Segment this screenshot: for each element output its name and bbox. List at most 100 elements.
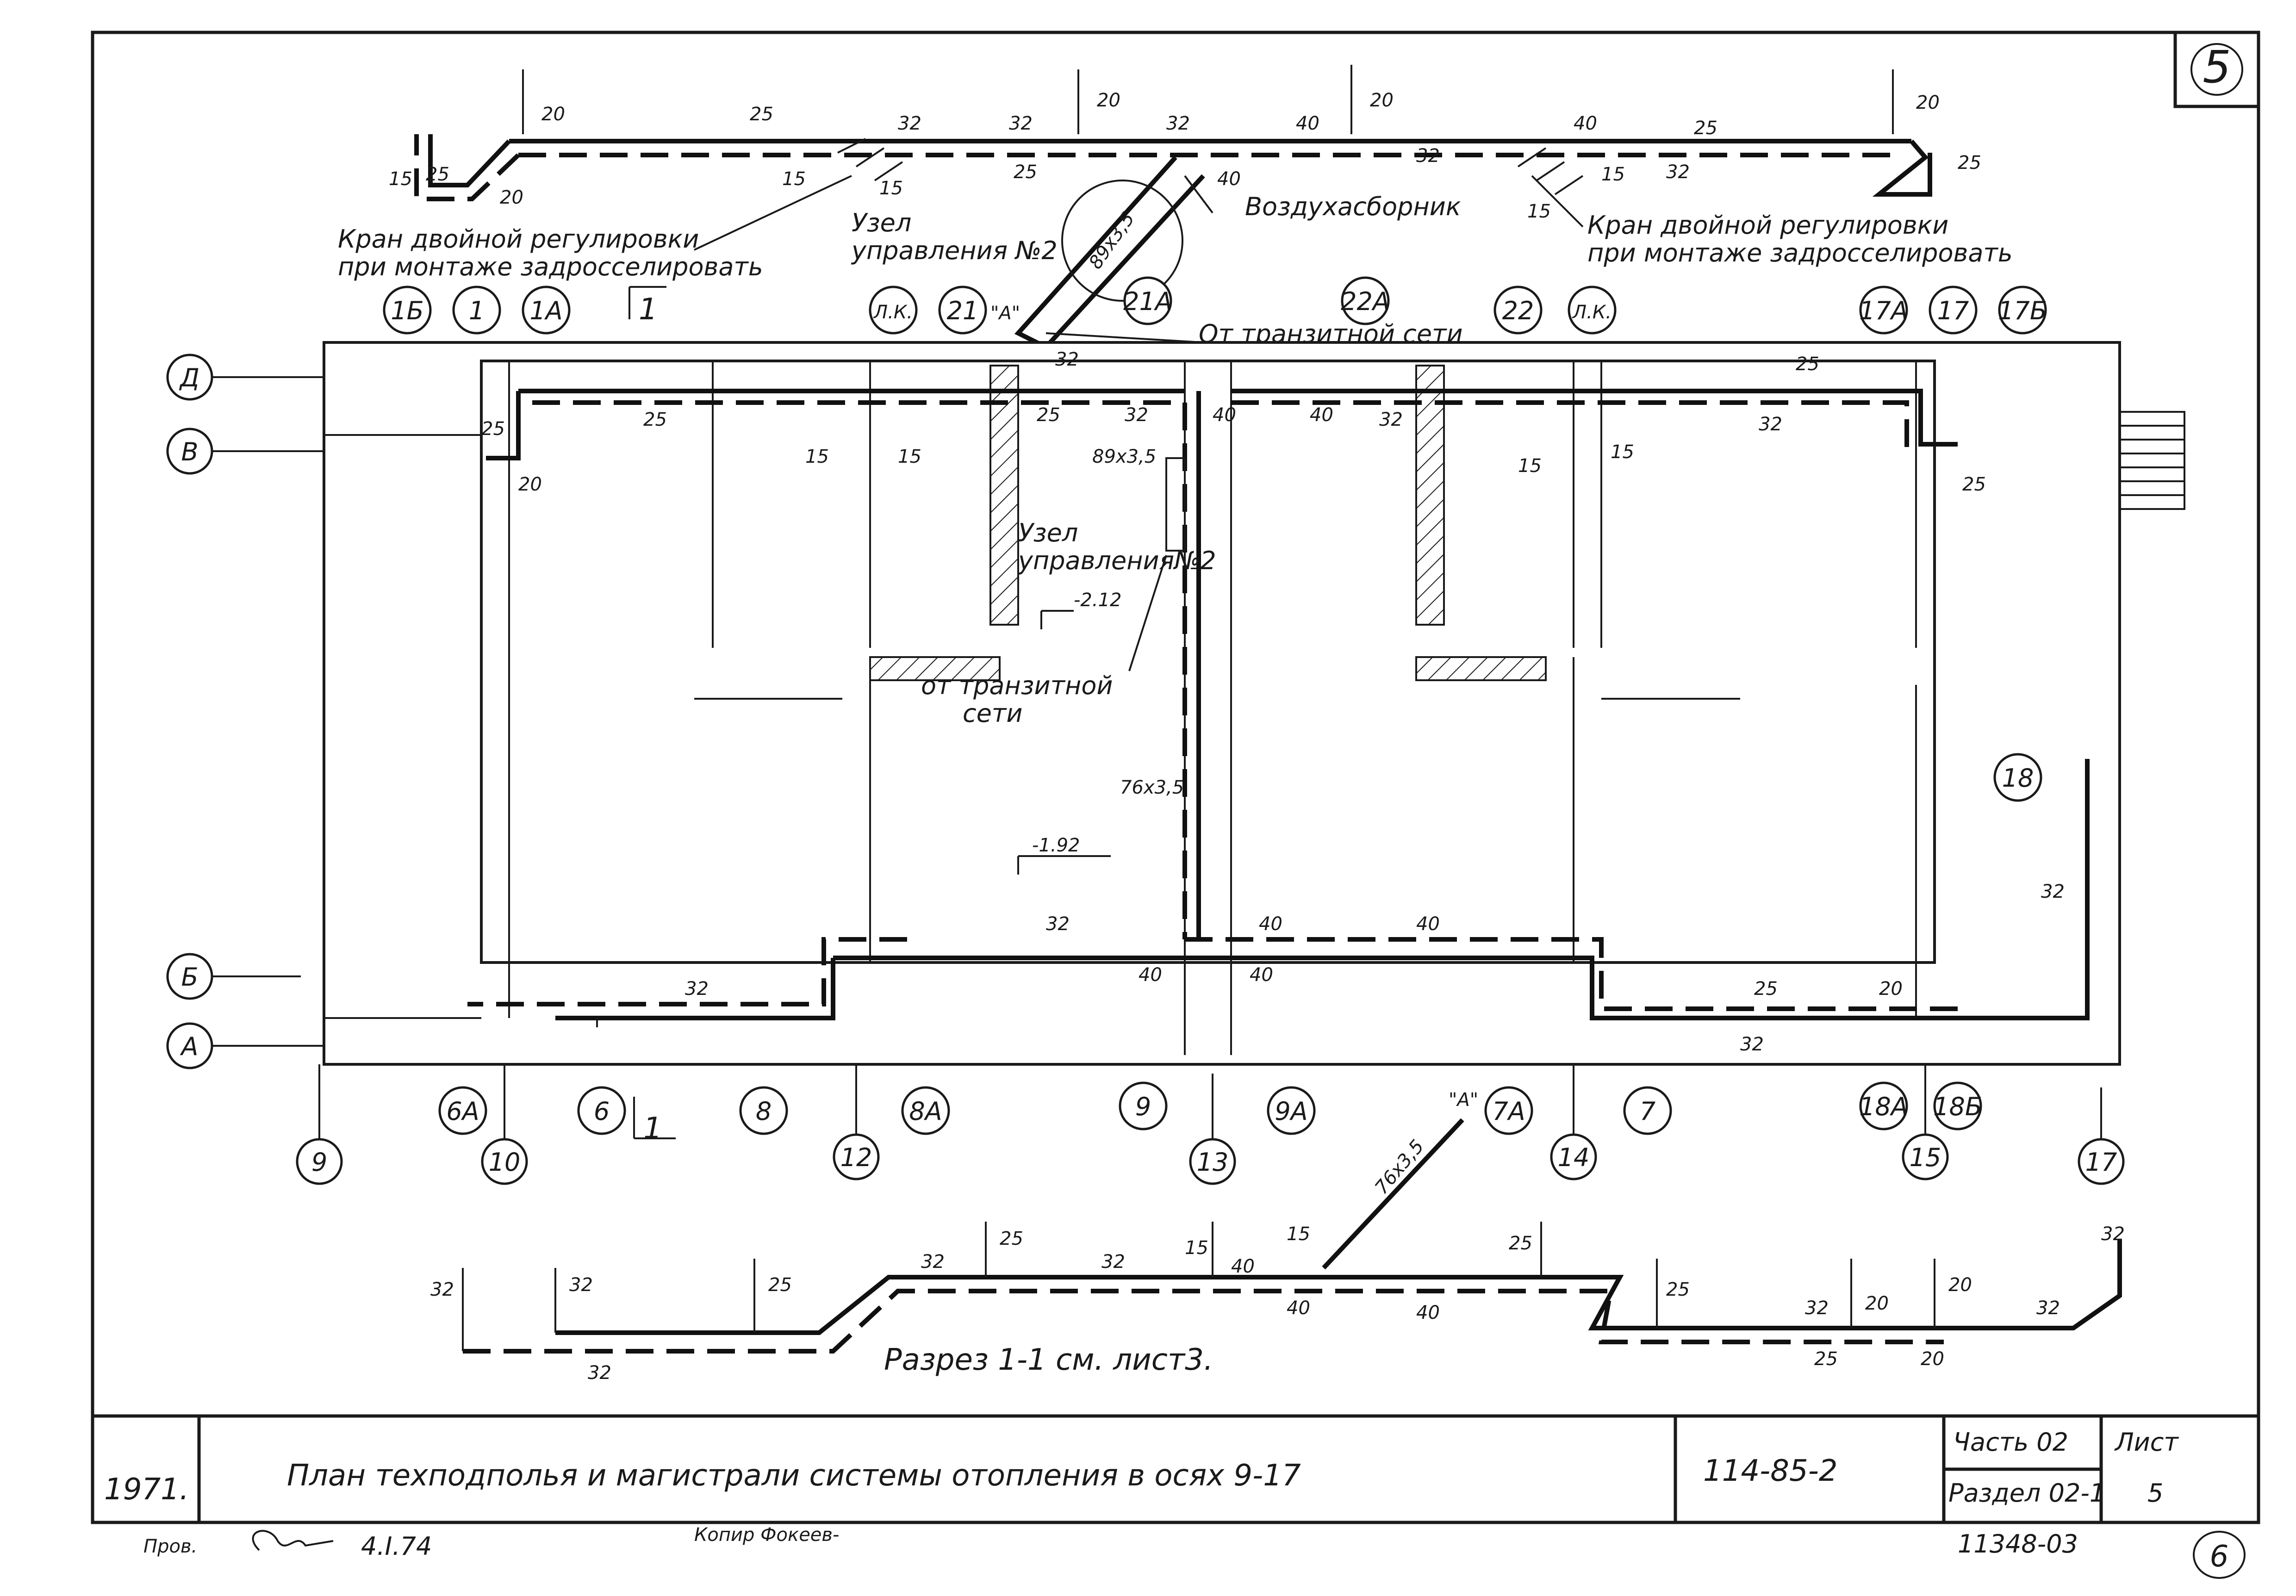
axis-bubble <box>1189 1138 1236 1185</box>
axis-bubble <box>166 953 213 1000</box>
valve-symbol-right <box>1517 147 1584 195</box>
size-label: 32 <box>1046 913 1070 935</box>
size-label: 20 <box>1948 1274 1972 1296</box>
size-label: 40 <box>1296 113 1319 134</box>
size-label: 15 <box>879 178 903 199</box>
size-label: 25 <box>643 409 667 430</box>
axis-col-label: 12 <box>840 1143 872 1172</box>
size-label: 40 <box>1213 404 1236 426</box>
size-label: 40 <box>1574 113 1597 134</box>
axis-col-label: 9 <box>311 1148 327 1177</box>
from-transit-plan-line2: сети <box>963 699 1022 728</box>
size-label: 25 <box>1037 404 1060 426</box>
riser-bubble <box>577 1086 626 1135</box>
size-label: 15 <box>1518 455 1542 477</box>
axis-bubble <box>833 1133 880 1180</box>
control-unit-circle <box>1061 180 1183 302</box>
top-left-riser-branch <box>428 134 511 187</box>
size-label: 20 <box>518 474 542 495</box>
size-label: 25 <box>1666 1279 1690 1300</box>
level-mark-2 <box>1017 855 1111 875</box>
size-label: 15 <box>805 446 829 467</box>
riser-bubble <box>1568 286 1617 335</box>
size-label: 32 <box>1101 1251 1125 1273</box>
riser-label: 17Б <box>1998 296 2047 325</box>
valve-right-line1: Кран двойной регулировки <box>1587 211 1948 240</box>
size-label: 20 <box>500 187 523 208</box>
riser-bubble <box>938 286 987 335</box>
top-left-return-branch <box>414 134 520 201</box>
sheet-number: 5 <box>2147 1478 2163 1508</box>
axis-row-label: В <box>181 437 198 466</box>
section-arrow-top <box>628 286 666 319</box>
riser-label: 17 <box>1937 296 1969 325</box>
size-label: 32 <box>1009 113 1033 134</box>
riser-label: 7А <box>1492 1097 1525 1126</box>
riser-bubble <box>452 286 501 335</box>
plan-return-main-right <box>1231 400 1909 458</box>
riser-bubble <box>383 286 432 335</box>
size-label: 40 <box>1287 1298 1310 1319</box>
year: 1971. <box>104 1472 189 1507</box>
title-block-frame <box>91 1414 2260 1524</box>
size-label: 20 <box>1370 90 1394 111</box>
section-reference: Разрез 1-1 см. лист3. <box>884 1343 1213 1377</box>
size-label: 20 <box>1865 1293 1889 1314</box>
axis-col-label: 17 <box>2085 1148 2117 1177</box>
sheet-label: Лист <box>2114 1428 2179 1457</box>
size-label: 20 <box>1916 92 1940 113</box>
plan-bottom-right-supply <box>833 759 2090 1020</box>
riser-bubbles-top: 1Б 1 1А Л.К. 21 21А 22А 22 Л.К. 17А 17 1… <box>383 276 2047 335</box>
size-label: 32 <box>1666 161 1690 183</box>
level-2: -1.92 <box>1032 835 1080 856</box>
riser-label: 17А <box>1859 296 1908 325</box>
riser-label: Л.К. <box>1572 302 1612 323</box>
plan-bottom-left-return <box>467 937 907 1006</box>
size-label: 40 <box>1250 964 1273 986</box>
unit-top-line2: управления №2 <box>851 236 1058 265</box>
control-unit-box <box>1165 457 1186 552</box>
riser-label: 6 <box>594 1097 610 1126</box>
riser-label: 18А <box>1859 1092 1908 1121</box>
size-label: 40 <box>1139 964 1162 986</box>
riser-bubble <box>1493 286 1543 335</box>
axis-bubble <box>166 354 213 401</box>
part-label: Часть 02 <box>1953 1428 2068 1457</box>
top-scheme: 20 25 20 25 32 32 25 20 32 40 40 20 32 4… <box>338 65 2013 350</box>
size-label: 32 <box>430 1279 454 1300</box>
axis-bubble <box>2078 1138 2125 1185</box>
riser-label: 18Б <box>1933 1092 1982 1121</box>
riser-label: 7 <box>1640 1097 1655 1126</box>
from-transit-plan-line1: от транзитной <box>921 671 1113 700</box>
riser-label: 1 <box>469 296 485 325</box>
axis-col-label: 10 <box>489 1148 521 1177</box>
leader-transit-plan <box>1128 555 1167 671</box>
size-label: 25 <box>1754 978 1778 1000</box>
size-label: 32 <box>1125 404 1148 426</box>
riser-bubble <box>438 1086 487 1135</box>
valve-left-line1: Кран двойной регулировки <box>338 224 699 254</box>
leader-transit-top <box>1045 332 1204 343</box>
riser-bubble <box>1929 286 1978 335</box>
signature-mark <box>252 1530 334 1551</box>
axis-col-label: 14 <box>1558 1143 1590 1172</box>
floor-plan: 25 25 20 15 15 25 32 32 40 40 32 15 15 2… <box>166 276 2185 1185</box>
size-label: 32 <box>588 1362 611 1384</box>
title-block: 1971. План техподполья и магистрали сист… <box>91 1414 2260 1579</box>
size-label: 32 <box>1416 145 1440 167</box>
riser-label: 8 <box>756 1097 772 1126</box>
axis-bubble <box>1902 1133 1949 1180</box>
riser-label: 21А <box>1123 287 1172 316</box>
axis-bubble <box>296 1138 343 1185</box>
riser-bubble <box>1859 1081 1908 1130</box>
hatched-wall-right <box>1415 365 1445 626</box>
plan-inner-zone <box>480 360 1936 964</box>
plan-bottom-right-return <box>1185 937 1958 1011</box>
leader-valve-left <box>694 175 852 251</box>
riser-label: 9 <box>1135 1092 1151 1121</box>
sheet-number-bottom: 6 <box>2210 1540 2229 1574</box>
riser-bubble <box>1341 276 1390 325</box>
riser-label: 18 <box>2002 764 2034 793</box>
sheet-number-top: 5 <box>2203 41 2231 93</box>
